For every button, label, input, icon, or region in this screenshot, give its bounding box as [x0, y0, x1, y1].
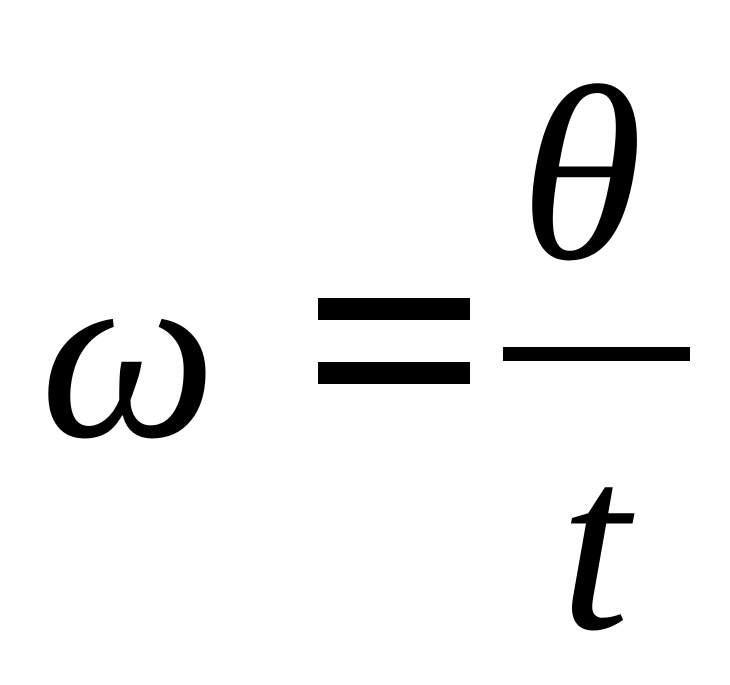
- fraction-bar: [503, 347, 690, 361]
- equals-sign-top-bar: [318, 298, 470, 320]
- t-denominator: t: [560, 406, 630, 683]
- omega-symbol: ω: [40, 214, 217, 491]
- theta-numerator: θ: [520, 36, 643, 313]
- equals-sign-bottom-bar: [318, 362, 470, 384]
